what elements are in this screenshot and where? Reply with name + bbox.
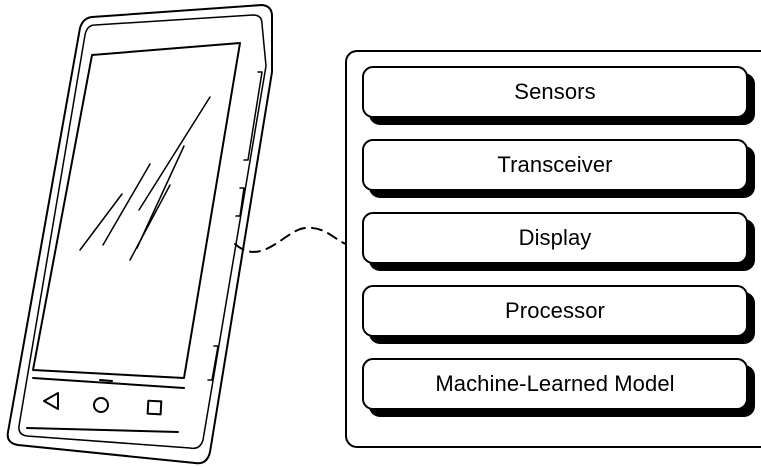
machine-learned-model-block: Machine-Learned Model [362, 358, 748, 410]
side-button-top [243, 71, 263, 161]
reflection-line-3 [102, 163, 151, 246]
display-block: Display [362, 212, 748, 264]
recents-square-icon [146, 399, 163, 416]
phone-outer-body [6, 4, 273, 465]
processor-block: Processor [362, 285, 748, 337]
side-button-bottom [207, 345, 219, 381]
dashed-connector [234, 226, 347, 253]
reflection-line-4 [129, 184, 171, 261]
nav-bar-divider [32, 377, 185, 389]
home-indicator [99, 379, 113, 382]
component-label: Sensors [514, 79, 596, 104]
home-circle-icon [93, 397, 109, 413]
sensors-block: Sensors [362, 66, 748, 118]
reflection-line-5 [79, 193, 123, 251]
component-label: Transceiver [497, 152, 613, 177]
side-button-middle [235, 187, 245, 217]
reflection-line-1 [138, 96, 211, 211]
component-label: Machine-Learned Model [435, 371, 675, 396]
transceiver-block: Transceiver [362, 139, 748, 191]
nav-bar-bottom [26, 427, 179, 433]
component-label: Display [518, 225, 592, 250]
component-label: Processor [505, 298, 605, 323]
back-triangle-icon [43, 392, 59, 410]
phone-inner-bezel [18, 14, 267, 450]
phone-screen [32, 42, 241, 379]
